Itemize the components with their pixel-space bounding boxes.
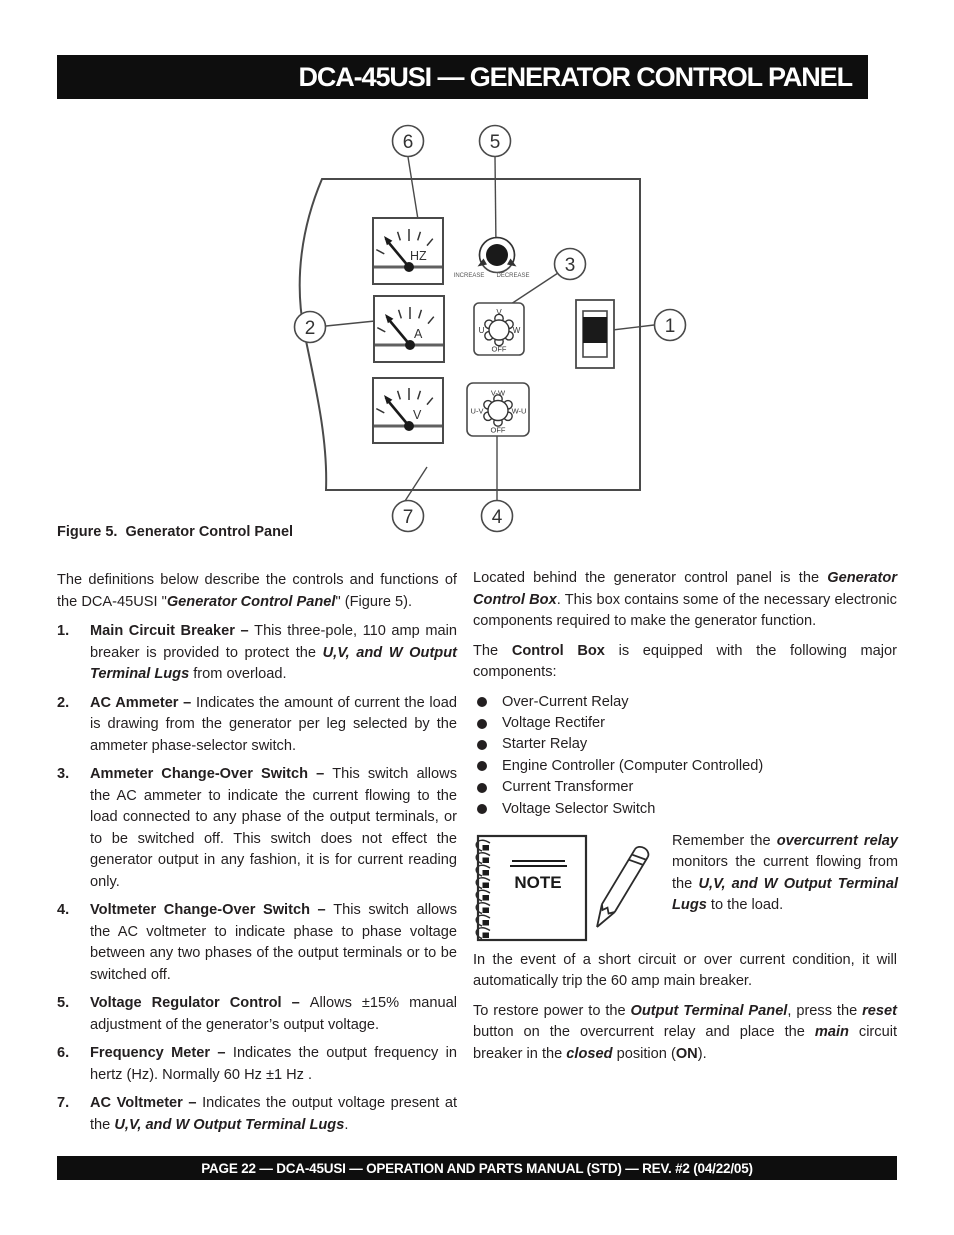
voltmeter-switch-wu-label: W-U	[512, 407, 527, 416]
list-number: 3.	[57, 766, 70, 782]
left-column: The definitions below describe the contr…	[57, 570, 457, 1143]
bullet-text: Engine Controller (Computer Controlled)	[502, 757, 764, 774]
page-header-bar: DCA-45USI — GENERATOR CONTROL PANEL	[57, 55, 868, 99]
note-label: NOTE	[514, 873, 561, 892]
ammeter-switch-u-label: U	[479, 326, 485, 335]
ammeter-changeover-switch: V U W OFF	[473, 302, 525, 356]
voltmeter-changeover-switch: V-W U-V W-U OFF	[466, 382, 530, 437]
page-footer-bar: PAGE 22 — DCA-45USI — OPERATION AND PART…	[57, 1156, 897, 1180]
pencil-icon	[596, 845, 650, 928]
page-title: DCA-45USI — GENERATOR CONTROL PANEL	[298, 61, 853, 92]
list-item: Current Transformer	[473, 777, 897, 798]
ammeter-switch-w-label: W	[513, 326, 521, 335]
voltmeter-switch-vw-label: V-W	[491, 389, 506, 398]
ammeter-switch-off-label: OFF	[492, 345, 507, 354]
frequency-meter: HZ	[372, 217, 444, 285]
regulator-decrease-label: DECREASE	[496, 273, 529, 279]
ammeter-switch-v-label: V	[496, 308, 502, 317]
callout-4: 4	[492, 507, 503, 528]
control-box-paragraph: Located behind the generator control pan…	[473, 570, 897, 629]
bullet-text: Over-Current Relay	[502, 693, 629, 710]
list-item: 5. Voltage Regulator Control – Allows ±1…	[57, 993, 457, 1036]
list-item-text: Voltage Regulator Control – Allows ±15% …	[90, 995, 457, 1033]
components-list: Over-Current Relay Voltage Rectifer Star…	[473, 692, 897, 820]
list-item: Voltage Rectifer	[473, 713, 897, 734]
list-item-text: Voltmeter Change-Over Switch – This swit…	[90, 902, 458, 983]
list-number: 2.	[57, 694, 70, 711]
list-item: 4. Voltmeter Change-Over Switch – This s…	[57, 900, 457, 986]
note-text: Remember the overcurrent relay monitors …	[672, 832, 899, 914]
list-number: 1.	[57, 623, 70, 639]
callout-3: 3	[565, 255, 576, 276]
list-item-text: AC Ammeter – Indicates the amount of cur…	[90, 694, 457, 754]
list-number: 6.	[57, 1045, 70, 1061]
list-item: Voltage Selector Switch	[473, 799, 897, 820]
short-circuit-paragraph: In the event of a short circuit or over …	[473, 951, 897, 990]
components-intro-paragraph: The Control Box is equipped with the fol…	[473, 642, 897, 681]
voltmeter-switch-off-label: OFF	[491, 426, 506, 435]
callout-7: 7	[403, 507, 414, 528]
list-item: 1. Main Circuit Breaker – This three-pol…	[57, 621, 457, 686]
bullet-icon	[477, 697, 487, 708]
note-block: NOTE Remember the overcurrent relay moni…	[473, 830, 899, 944]
bullet-icon	[477, 782, 487, 793]
callout-leader-lines	[325, 156, 655, 502]
list-item: 7. AC Voltmeter – Indicates the output v…	[57, 1093, 457, 1136]
figure-caption: Figure 5. Generator Control Panel	[57, 524, 294, 540]
list-item: Starter Relay	[473, 734, 897, 755]
list-item: Over-Current Relay	[473, 692, 897, 713]
callout-5: 5	[490, 132, 501, 153]
list-item: Engine Controller (Computer Controlled)	[473, 756, 897, 777]
callouts	[293, 124, 687, 533]
list-item-text: Main Circuit Breaker – This three-pole, …	[90, 623, 457, 682]
list-number: 4.	[57, 902, 70, 918]
ac-voltmeter: V	[372, 377, 444, 444]
ammeter-label: A	[414, 327, 423, 341]
bullet-text: Voltage Rectifer	[502, 714, 606, 731]
list-item: 2. AC Ammeter – Indicates the amount of …	[57, 693, 457, 758]
bullet-icon	[477, 718, 487, 729]
callout-1: 1	[665, 316, 676, 337]
main-circuit-breaker	[575, 299, 615, 369]
bullet-text: Voltage Selector Switch	[502, 800, 656, 817]
callout-2: 2	[305, 318, 316, 339]
list-item: 6. Frequency Meter – Indicates the outpu…	[57, 1043, 457, 1086]
bullet-icon	[477, 740, 487, 751]
list-number: 7.	[57, 1095, 70, 1111]
list-number: 5.	[57, 995, 70, 1011]
callout-6: 6	[403, 132, 414, 153]
bullet-icon	[477, 761, 487, 772]
right-column: Located behind the generator control pan…	[473, 568, 899, 1073]
voltmeter-switch-uv-label: U-V	[471, 407, 484, 416]
voltage-regulator-knob: INCREASE DECREASE	[454, 236, 530, 279]
bullet-text: Current Transformer	[502, 779, 634, 796]
note-notebook-icon: NOTE	[475, 834, 650, 942]
generator-control-panel-diagram: HZ A	[293, 124, 687, 533]
list-item: 3. Ammeter Change-Over Switch – This swi…	[57, 764, 457, 893]
frequency-meter-label: HZ	[410, 249, 427, 263]
list-item-text: Frequency Meter – Indicates the output f…	[90, 1045, 457, 1083]
list-item-text: Ammeter Change-Over Switch – This switch…	[90, 766, 457, 890]
regulator-increase-label: INCREASE	[454, 273, 485, 279]
intro-paragraph: The definitions below describe the contr…	[57, 572, 457, 610]
bullet-text: Starter Relay	[502, 736, 588, 753]
bullet-icon	[477, 804, 487, 815]
footer-text: PAGE 22 — DCA-45USI — OPERATION AND PART…	[201, 1160, 753, 1176]
voltmeter-label: V	[413, 408, 422, 422]
ac-ammeter: A	[373, 295, 445, 363]
restore-power-paragraph: To restore power to the Output Terminal …	[473, 1002, 898, 1062]
list-item-text: AC Voltmeter – Indicates the output volt…	[90, 1095, 458, 1133]
